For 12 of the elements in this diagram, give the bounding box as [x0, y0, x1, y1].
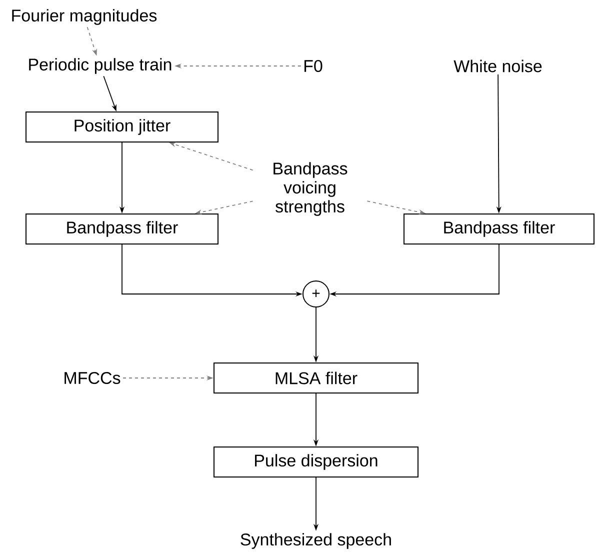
process-box: MLSA filter — [214, 362, 418, 394]
process-box: Bandpass filter — [404, 214, 594, 244]
process-box: Bandpass filter — [26, 214, 218, 244]
label-text: Bandpass voicing strengths — [274, 162, 348, 216]
label-text: F0 — [304, 60, 322, 72]
process-box: Pulse dispersion — [214, 446, 418, 478]
label-text: Periodic pulse train — [29, 58, 172, 74]
label-text: MFCCs — [64, 372, 120, 384]
process-box: Position jitter — [26, 112, 218, 142]
label-text: White noise — [454, 60, 542, 72]
label-text: Fourier magnitudes — [12, 9, 157, 25]
label-text: Synthesized speech — [240, 533, 391, 549]
